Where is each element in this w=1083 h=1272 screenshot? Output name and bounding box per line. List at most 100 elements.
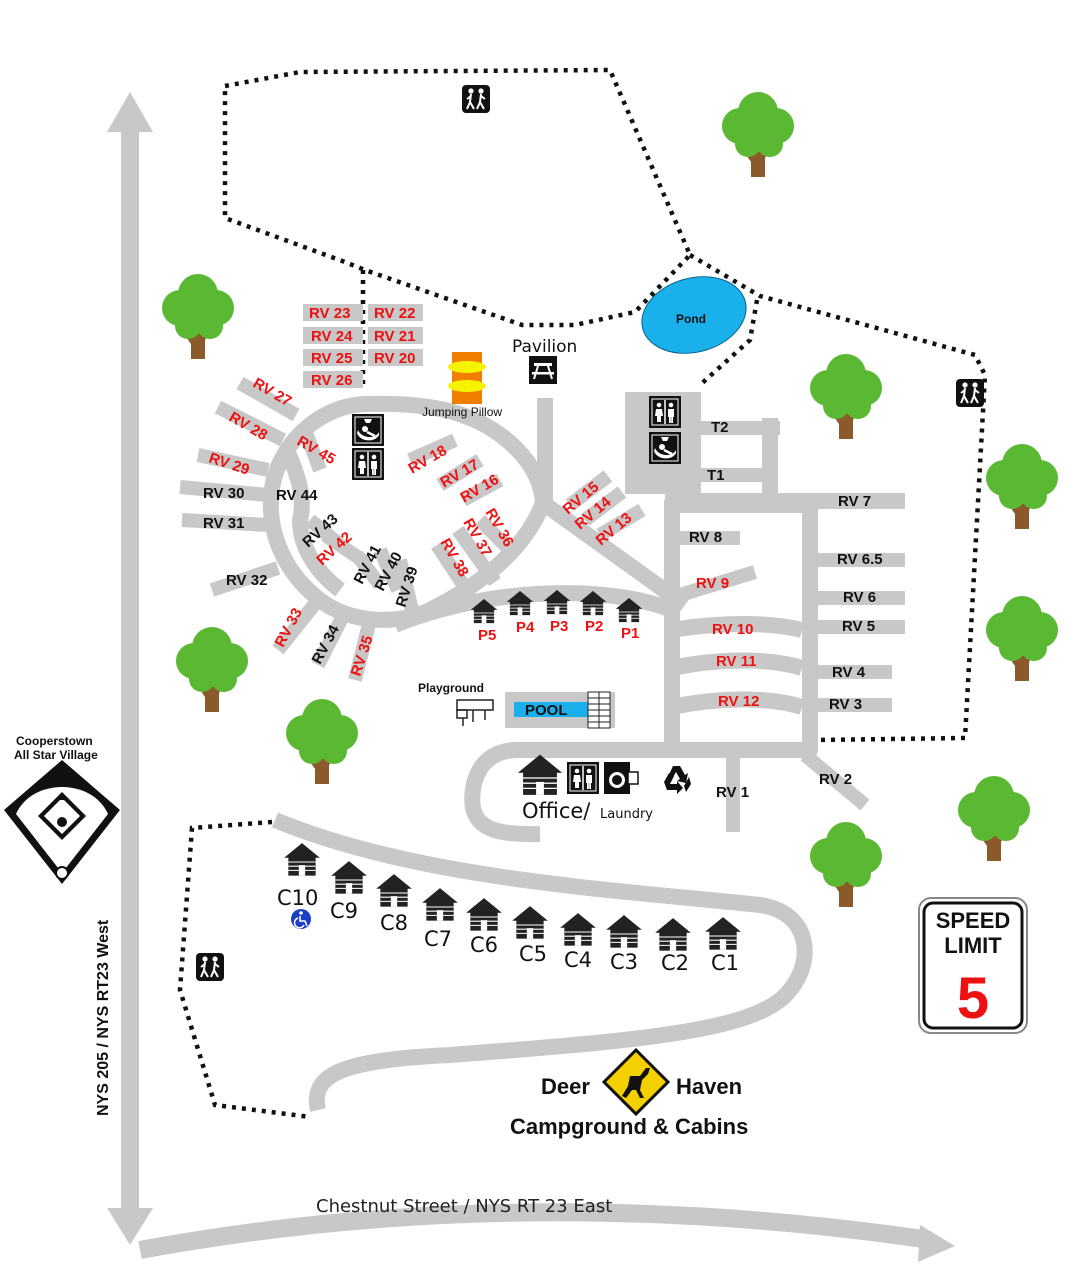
site-label: RV 20 — [374, 350, 415, 367]
restroom-icon — [351, 447, 385, 481]
playground-icon — [456, 699, 494, 726]
hiking-icon — [195, 952, 225, 982]
cabin-label: C5 — [519, 942, 547, 966]
site-label: T2 — [711, 419, 729, 436]
subtitle: Campground & Cabins — [510, 1114, 748, 1139]
cabin-label: C10 — [277, 886, 318, 910]
site-label: P1 — [621, 625, 639, 642]
pavilion: Pavilion — [512, 337, 577, 384]
cabin-icon — [511, 905, 549, 940]
cabin-label: C1 — [711, 951, 739, 975]
tree-icon — [286, 699, 358, 784]
hiking-icon — [955, 378, 985, 408]
tree-icon — [722, 92, 794, 177]
hiking-icon — [461, 84, 491, 114]
site-label: RV 34 — [309, 622, 344, 667]
site-label: RV 9 — [696, 575, 729, 592]
trail-southwest-loop — [177, 819, 311, 1120]
cabin-label: C6 — [470, 933, 498, 957]
cabin-icon — [421, 887, 459, 922]
cabin-label: C8 — [380, 911, 408, 935]
site-label: RV 4 — [832, 664, 866, 681]
speed-sign-value: 5 — [957, 966, 989, 1031]
cabin-label: C3 — [610, 950, 638, 974]
playground: Playground — [418, 681, 494, 726]
wheelchair-icon — [291, 909, 311, 929]
site-label: RV 8 — [689, 529, 722, 546]
highway-vertical — [107, 92, 153, 1245]
site-label: RV 22 — [374, 305, 415, 322]
pool: POOL — [505, 691, 615, 729]
cabin-icon — [283, 842, 321, 877]
jumping-pillow-label: Jumping Pillow — [422, 405, 502, 419]
pond-label: Pond — [676, 312, 706, 326]
tree-icon — [810, 822, 882, 907]
site-label: RV 21 — [374, 328, 415, 345]
cabin-icon — [375, 873, 413, 908]
cabin-icon — [517, 753, 563, 796]
site-label: RV 1 — [716, 784, 749, 801]
site-label: RV 44 — [276, 487, 318, 504]
site-label: RV 35 — [348, 634, 377, 679]
trail-north-loop — [222, 67, 693, 390]
site-label: P4 — [516, 619, 535, 636]
cabin-icon — [704, 916, 742, 951]
cabin-label: C4 — [564, 948, 592, 972]
site-label: RV 2 — [819, 771, 852, 788]
office-label: Office/ — [522, 799, 591, 823]
trail-east-spur — [698, 299, 760, 387]
road-label-bottom: Chestnut Street / NYS RT 23 East — [316, 1196, 612, 1217]
tree-icon — [986, 444, 1058, 529]
site-label: RV 28 — [226, 409, 270, 444]
highway-bottom — [138, 1203, 955, 1262]
speed-limit-sign: SPEED LIMIT 5 — [918, 897, 1028, 1034]
neighbor-label-line1: Cooperstown — [16, 734, 93, 748]
cabin-label: C7 — [424, 927, 452, 951]
road-label-vertical: NYS 205 / NYS RT23 West — [95, 919, 112, 1116]
site-label: RV 11 — [716, 653, 757, 670]
pool-label: POOL — [525, 702, 568, 719]
picnic-table-icon — [529, 356, 557, 384]
site-label: P3 — [550, 618, 568, 635]
cabin-icon — [605, 914, 643, 949]
site-label: RV 7 — [838, 493, 871, 510]
site-label: RV 30 — [203, 485, 244, 502]
cabin-icon — [559, 912, 597, 947]
site-label: RV 12 — [718, 693, 759, 710]
site-label: RV 32 — [226, 572, 267, 589]
site-label: RV 5 — [842, 618, 875, 635]
site-label: RV 6.5 — [837, 551, 883, 568]
site-label: P5 — [478, 627, 496, 644]
speed-sign-line1: SPEED — [936, 908, 1011, 933]
title-word1: Deer — [541, 1074, 590, 1099]
tree-icon — [176, 627, 248, 712]
tree-icon — [810, 354, 882, 439]
recycle-icon — [664, 766, 691, 794]
site-label: RV 23 — [309, 305, 350, 322]
speed-sign-line2: LIMIT — [944, 933, 1002, 958]
cabin-icon — [465, 897, 503, 932]
restroom-icon — [566, 761, 600, 795]
site-label: P2 — [585, 618, 603, 635]
site-label: RV 3 — [829, 696, 862, 713]
office: Office/ Laundry — [517, 753, 653, 823]
laundry-icon — [604, 762, 639, 794]
site-label: RV 29 — [207, 450, 252, 479]
deer-crossing-sign-icon — [601, 1047, 671, 1117]
laundry-label: Laundry — [600, 807, 653, 822]
site-label: T1 — [707, 467, 725, 484]
restroom-icon — [648, 395, 682, 429]
tree-icon — [162, 274, 234, 359]
cabin-label: C9 — [330, 899, 358, 923]
tree-icon — [986, 596, 1058, 681]
site-label: RV 26 — [311, 372, 352, 389]
campground-roads — [262, 395, 905, 1112]
site-label: RV 25 — [311, 350, 352, 367]
cabin-label: C2 — [661, 951, 689, 975]
shower-icon — [647, 430, 683, 466]
pond: Pond — [641, 276, 747, 354]
site-label: RV 31 — [203, 515, 244, 532]
site-label: RV 24 — [311, 328, 353, 345]
